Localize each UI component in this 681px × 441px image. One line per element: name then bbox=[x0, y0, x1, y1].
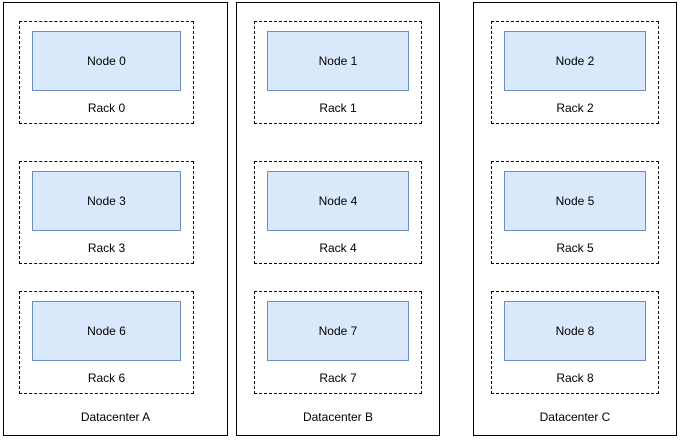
node-label-8: Node 8 bbox=[555, 324, 595, 338]
rack-label-6: Rack 6 bbox=[87, 371, 126, 385]
rack-container-0[interactable]: Node 0 Rack 0 bbox=[19, 21, 194, 124]
node-box-6[interactable]: Node 6 bbox=[32, 301, 181, 361]
rack-label-1: Rack 1 bbox=[319, 101, 357, 115]
node-label-6: Node 6 bbox=[87, 324, 126, 338]
rack-container-4[interactable]: Node 4 Rack 4 bbox=[254, 161, 422, 264]
node-box-5[interactable]: Node 5 bbox=[504, 171, 646, 231]
node-box-4[interactable]: Node 4 bbox=[267, 171, 409, 231]
datacenter-c-container[interactable]: Node 2 Rack 2 Node 5 Rack 5 Node 8 Rack … bbox=[473, 2, 677, 436]
rack-container-7[interactable]: Node 7 Rack 7 bbox=[254, 291, 422, 394]
rack-label-5: Rack 5 bbox=[556, 241, 594, 255]
datacenter-label-a: Datacenter A bbox=[80, 410, 151, 424]
node-label-3: Node 3 bbox=[87, 194, 126, 208]
datacenter-a-container[interactable]: Node 0 Rack 0 Node 3 Rack 3 Node 6 Rack … bbox=[3, 2, 228, 436]
rack-container-6[interactable]: Node 6 Rack 6 bbox=[19, 291, 194, 394]
node-label-1: Node 1 bbox=[318, 54, 358, 68]
datacenter-b-container[interactable]: Node 1 Rack 1 Node 4 Rack 4 Node 7 Rack … bbox=[236, 2, 440, 436]
rack-label-2: Rack 2 bbox=[556, 101, 594, 115]
datacenter-label-c: Datacenter C bbox=[539, 410, 611, 424]
node-box-0[interactable]: Node 0 bbox=[32, 31, 181, 91]
datacenter-label-b: Datacenter B bbox=[302, 410, 374, 424]
rack-label-7: Rack 7 bbox=[319, 371, 357, 385]
node-label-2: Node 2 bbox=[555, 54, 595, 68]
node-label-5: Node 5 bbox=[555, 194, 595, 208]
node-box-7[interactable]: Node 7 bbox=[267, 301, 409, 361]
rack-label-4: Rack 4 bbox=[319, 241, 357, 255]
node-label-0: Node 0 bbox=[87, 54, 126, 68]
rack-label-3: Rack 3 bbox=[87, 241, 126, 255]
rack-container-1[interactable]: Node 1 Rack 1 bbox=[254, 21, 422, 124]
node-box-8[interactable]: Node 8 bbox=[504, 301, 646, 361]
node-box-3[interactable]: Node 3 bbox=[32, 171, 181, 231]
node-label-4: Node 4 bbox=[318, 194, 358, 208]
node-label-7: Node 7 bbox=[318, 324, 358, 338]
rack-container-8[interactable]: Node 8 Rack 8 bbox=[491, 291, 659, 394]
rack-label-0: Rack 0 bbox=[87, 101, 126, 115]
rack-container-2[interactable]: Node 2 Rack 2 bbox=[491, 21, 659, 124]
node-box-1[interactable]: Node 1 bbox=[267, 31, 409, 91]
node-box-2[interactable]: Node 2 bbox=[504, 31, 646, 91]
rack-container-5[interactable]: Node 5 Rack 5 bbox=[491, 161, 659, 264]
rack-container-3[interactable]: Node 3 Rack 3 bbox=[19, 161, 194, 264]
rack-label-8: Rack 8 bbox=[556, 371, 594, 385]
